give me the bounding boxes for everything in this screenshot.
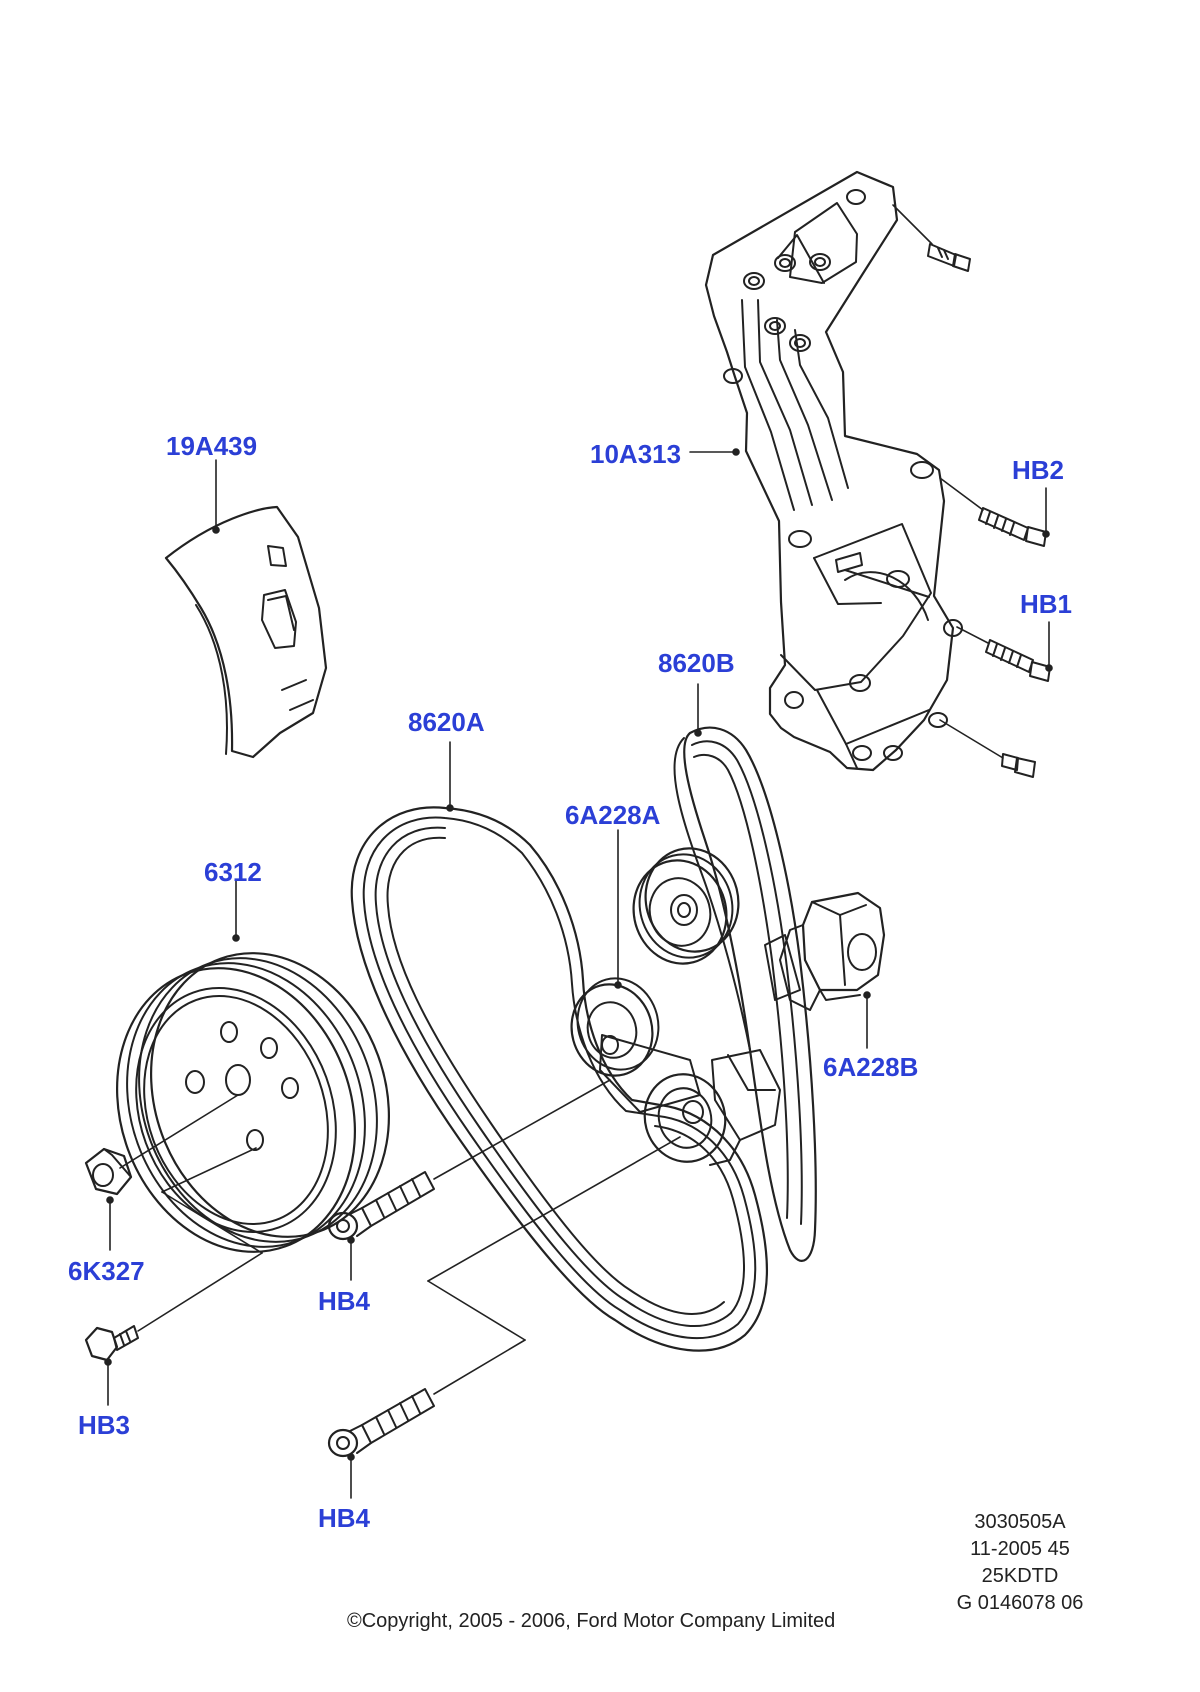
mounting-bracket[interactable]	[704, 170, 963, 772]
bolt-lower-bracket[interactable]	[1001, 753, 1036, 778]
label-10A313[interactable]: 10A313	[590, 439, 682, 469]
bolt-hb3[interactable]	[84, 1325, 139, 1362]
reference-line-1: 3030505A	[974, 1511, 1066, 1533]
reference-line-2: 11-2005 45	[970, 1538, 1070, 1560]
crankshaft-pulley-nut[interactable]	[84, 1147, 133, 1196]
drive-belt-short[interactable]	[673, 726, 817, 1262]
tensioner-pulley[interactable]	[764, 891, 886, 1011]
label-8620A[interactable]: 8620A	[408, 707, 485, 737]
belt-tensioner-assembly[interactable]	[561, 969, 781, 1171]
label-HB1[interactable]: HB1	[1020, 589, 1073, 619]
bolt-hb4-lower[interactable]	[327, 1388, 435, 1458]
label-19A439[interactable]: 19A439	[166, 431, 258, 461]
bolt-hb2[interactable]	[978, 507, 1047, 547]
bolt-hb1[interactable]	[985, 639, 1051, 682]
timing-cover-segment[interactable]	[164, 505, 328, 759]
reference-line-4: G 0146078 06	[956, 1592, 1084, 1614]
bolt-hb4-upper[interactable]	[327, 1171, 435, 1241]
label-6K327[interactable]: 6K327	[68, 1256, 145, 1286]
drawing-reference: 3030505A 11-2005 45 25KDTD G 0146078 06	[940, 1509, 1100, 1617]
crankshaft-pulley[interactable]	[78, 919, 427, 1285]
label-HB3[interactable]: HB3	[78, 1410, 131, 1440]
label-8620B[interactable]: 8620B	[658, 648, 735, 678]
label-HB4-lower[interactable]: HB4	[318, 1503, 371, 1533]
leader-lines	[104, 448, 1053, 1499]
bolt-top-bracket[interactable]	[927, 243, 971, 272]
label-6A228A[interactable]: 6A228A	[565, 800, 661, 830]
copyright-notice: ©Copyright, 2005 - 2006, Ford Motor Comp…	[347, 1610, 836, 1632]
label-HB2[interactable]: HB2	[1012, 455, 1065, 485]
label-HB4-upper[interactable]: HB4	[318, 1286, 371, 1316]
drive-belt-long[interactable]	[350, 806, 769, 1352]
idler-pulley-upper[interactable]	[622, 838, 750, 974]
reference-line-3: 25KDTD	[981, 1565, 1059, 1587]
label-6312[interactable]: 6312	[204, 857, 262, 887]
label-6A228B[interactable]: 6A228B	[823, 1052, 919, 1082]
